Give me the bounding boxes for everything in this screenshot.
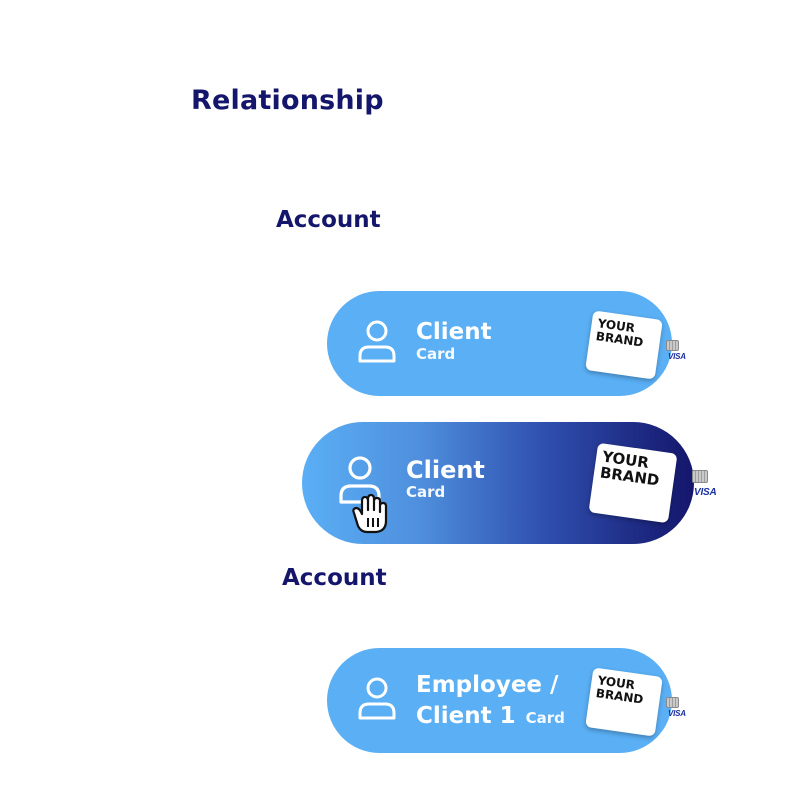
account-heading: Account [282,565,387,591]
user-icon [339,456,381,504]
visa-logo: VISA [668,352,686,361]
user-icon [358,677,396,720]
card-brand-text: YOUR BRAND [595,673,646,706]
account-heading: Account [276,207,381,233]
pill-label: Client Card [406,457,485,501]
pill-title: Employee / [416,672,559,698]
pill-title-line-2: Client 1 Card [416,701,565,732]
relationship-heading: Relationship [191,85,384,116]
pill-subtitle: Card [416,345,456,363]
card-brand-text: YOUR BRAND [595,316,646,349]
pill-title: Client [416,319,492,345]
hand-pointer-icon [352,493,388,534]
card-chip-icon [666,697,679,708]
card-brand-text: YOUR BRAND [599,448,662,490]
pill-title: Client [406,456,485,484]
visa-logo: VISA [668,709,686,718]
pill-subtitle: Card [525,709,565,727]
brand-card-image: YOUR BRAND [588,442,678,524]
pill-label: Client Card [416,319,492,363]
pill-label: Employee / Client 1 Card [416,670,565,732]
brand-card-image: YOUR BRAND [585,667,663,737]
pill-subtitle: Card [406,483,446,501]
visa-logo: VISA [694,487,717,498]
card-chip-icon [692,470,708,483]
brand-card-image: YOUR BRAND [585,310,663,380]
pill-title: Client 1 [416,703,516,729]
card-chip-icon [666,340,679,351]
user-icon [358,320,396,363]
